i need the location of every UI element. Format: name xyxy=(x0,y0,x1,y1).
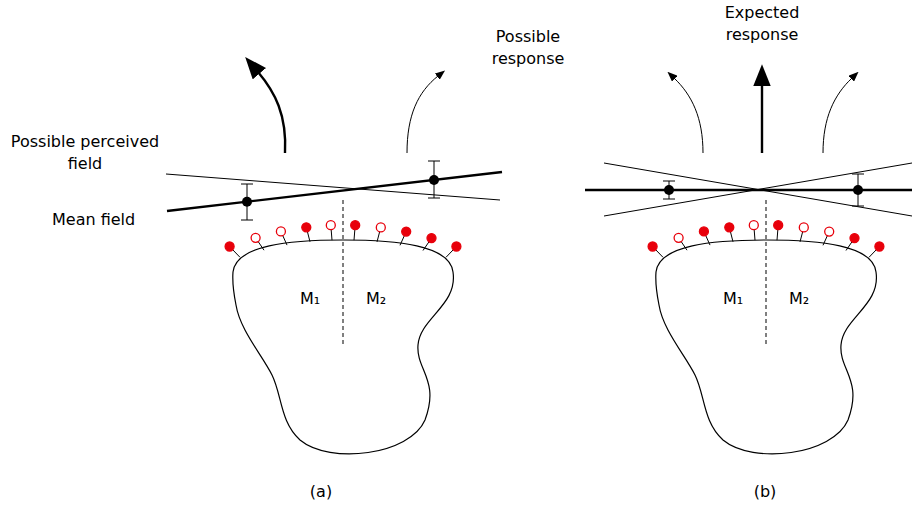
response-label: Expected response xyxy=(725,3,800,44)
region-label: M₁ xyxy=(723,289,743,308)
region-label-holder: M₁ xyxy=(723,289,743,308)
field-dot xyxy=(242,197,252,207)
response-arrow xyxy=(258,72,285,153)
response-arrow xyxy=(674,78,703,153)
region-label-holder: M₁ xyxy=(300,289,320,308)
divider-line xyxy=(766,200,767,345)
label-holder: Mean field xyxy=(52,209,135,231)
region-label-holder: M₂ xyxy=(789,289,809,308)
field-label: Possible perceived field xyxy=(11,132,159,173)
panel-label: (b) xyxy=(754,482,777,501)
label-holder: Possible response xyxy=(478,26,578,71)
response-arrow xyxy=(823,78,852,153)
cell-outline xyxy=(651,236,883,468)
panel-b xyxy=(585,78,912,345)
error-bars xyxy=(663,174,864,206)
panel-label: (a) xyxy=(310,482,332,501)
response-arrow xyxy=(407,76,438,153)
region-label: M₂ xyxy=(366,289,386,308)
response-label: Possible response xyxy=(492,27,565,68)
cell-body: M₁ M₂ xyxy=(228,236,460,468)
error-bars xyxy=(241,161,440,220)
region-label-holder: M₂ xyxy=(366,289,386,308)
field-dot xyxy=(664,185,674,195)
cell-outline-path xyxy=(656,240,877,454)
cilia xyxy=(225,221,461,258)
field-label: Mean field xyxy=(52,210,135,229)
region-label: M₂ xyxy=(789,289,809,308)
cilia xyxy=(648,221,884,258)
cell-outline-path xyxy=(233,240,454,454)
cell-body: M₁ M₂ xyxy=(651,236,883,468)
field-dot xyxy=(429,175,439,185)
field-dot xyxy=(853,185,863,195)
label-holder: (a) xyxy=(296,481,346,503)
region-label: M₁ xyxy=(300,289,320,308)
panel-a xyxy=(166,72,502,345)
response-arrow xyxy=(761,84,763,153)
cell-outline xyxy=(228,236,460,468)
label-holder: (b) xyxy=(740,481,790,503)
label-holder: Expected response xyxy=(712,2,812,47)
divider-line xyxy=(343,200,344,345)
mean-field-line xyxy=(167,172,502,211)
label-holder: Possible perceived field xyxy=(10,131,160,176)
